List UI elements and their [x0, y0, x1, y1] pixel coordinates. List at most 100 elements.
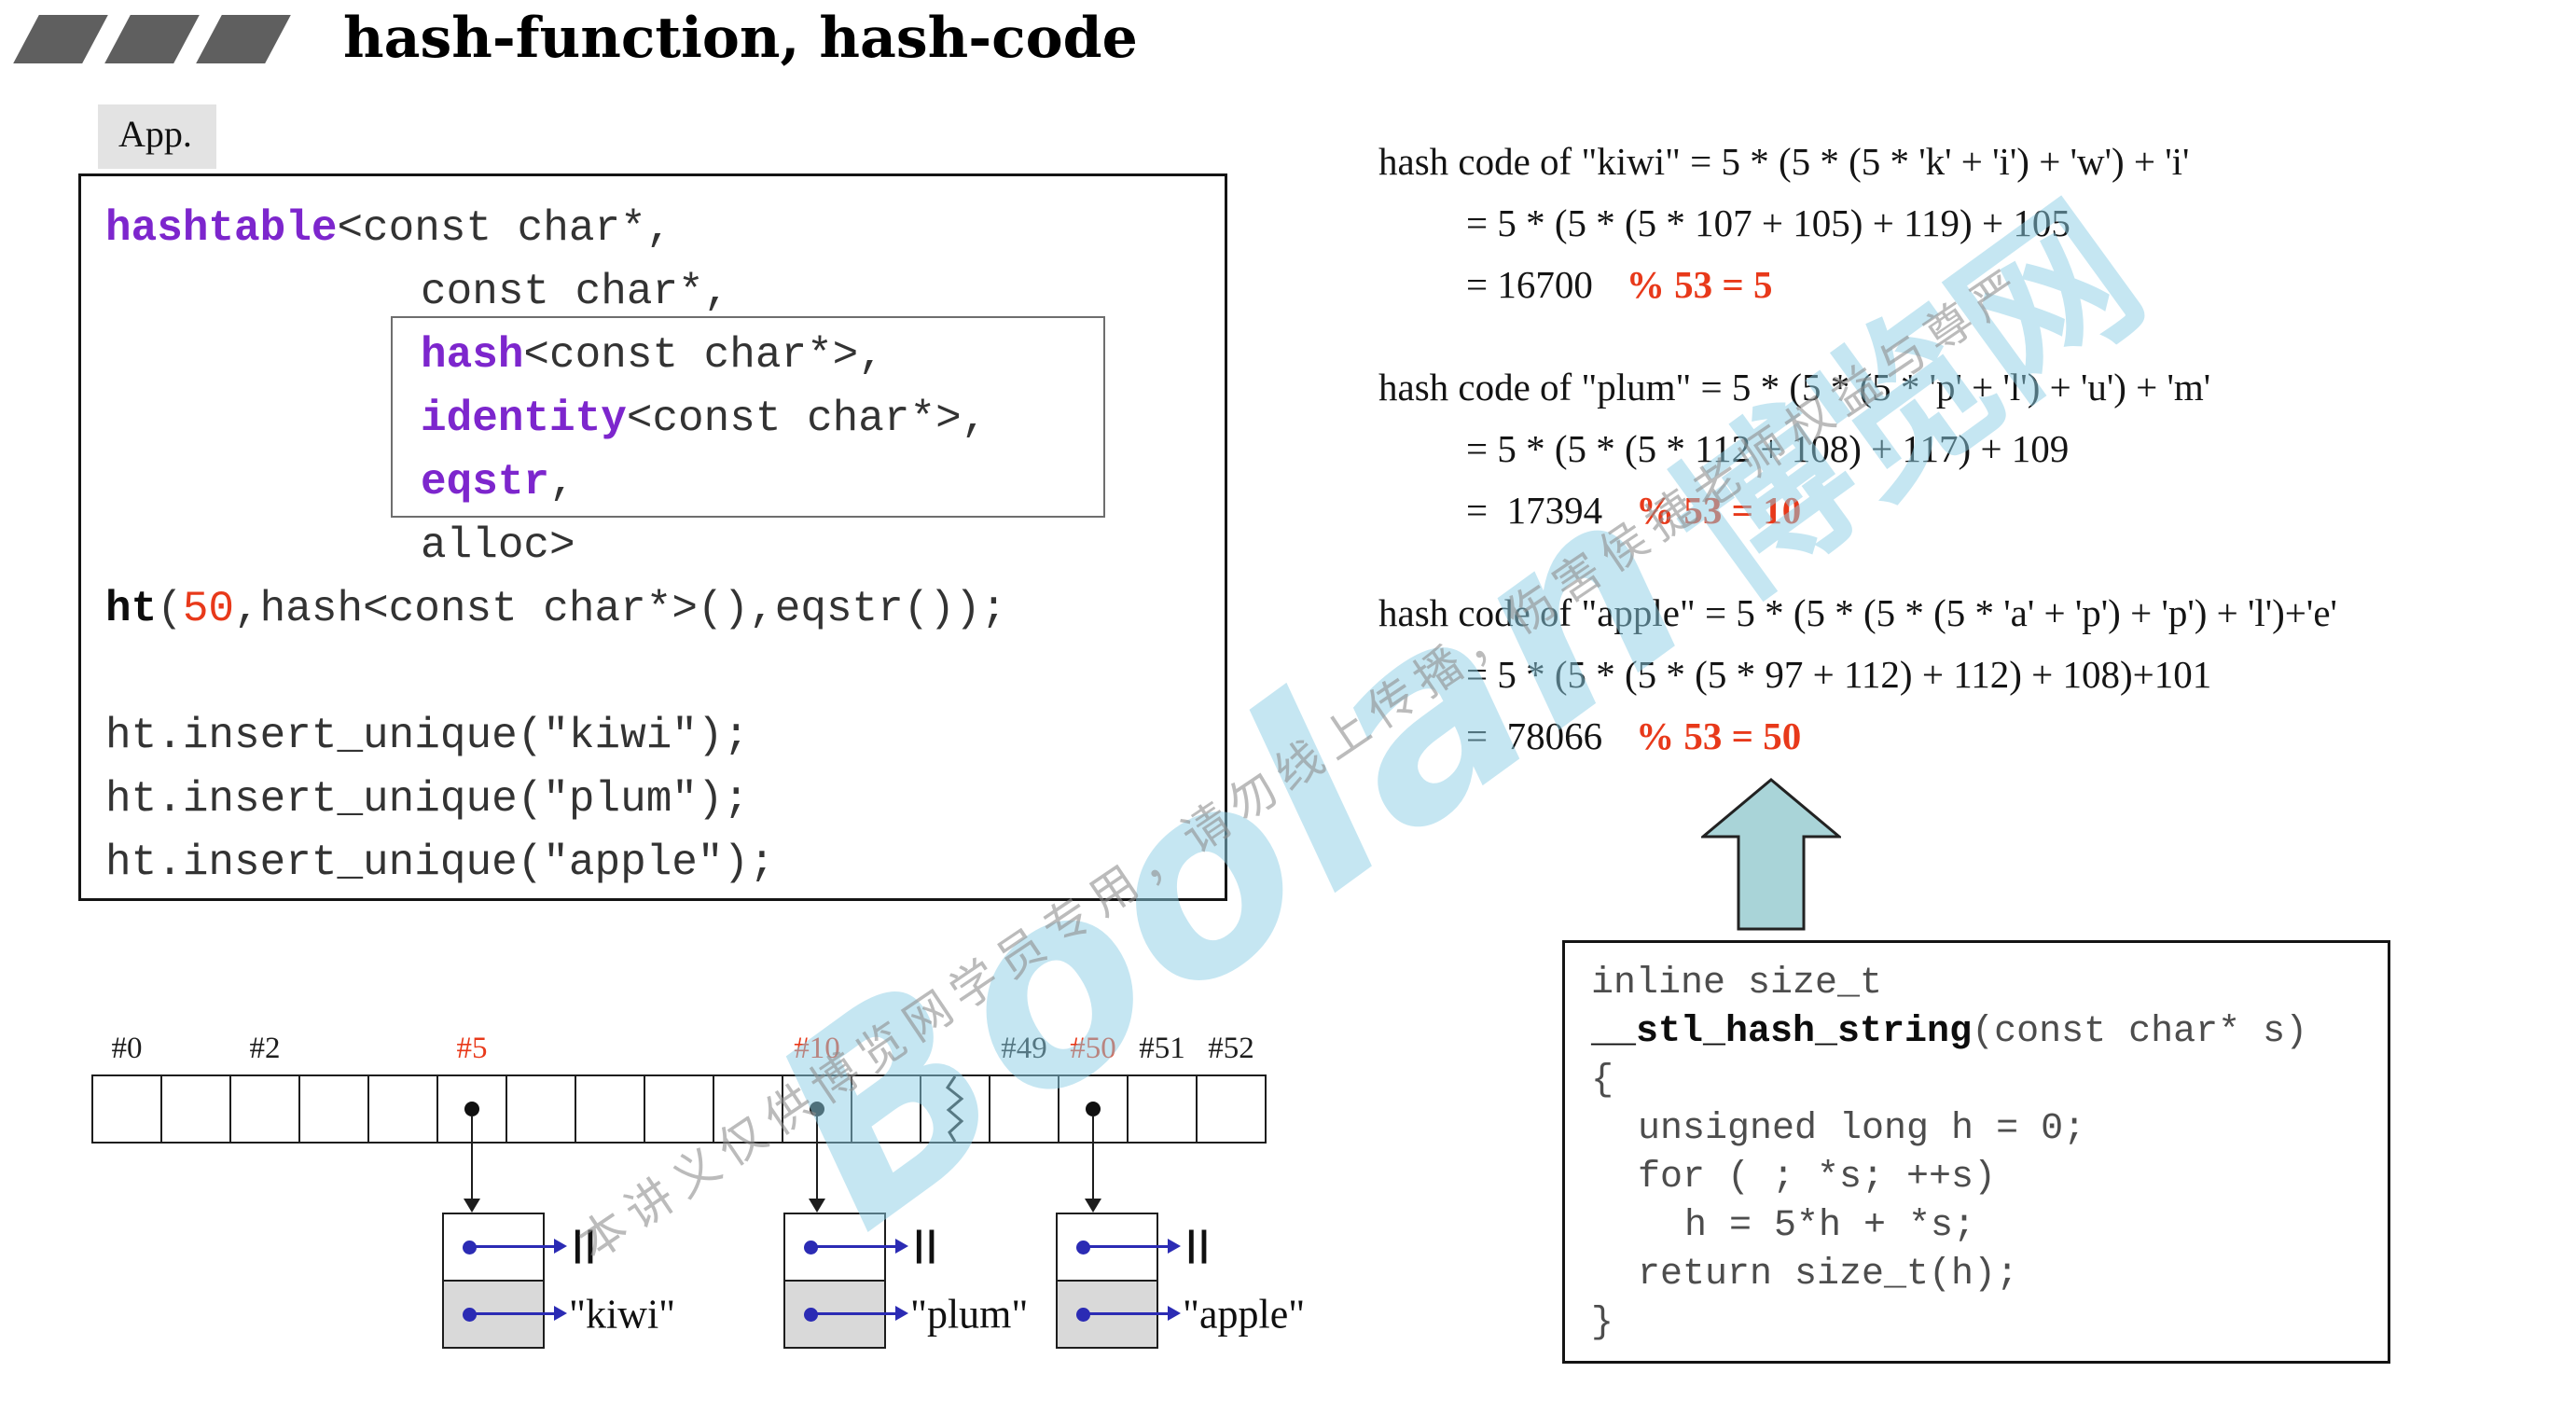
- code-text: <const char*>,: [626, 395, 988, 443]
- bucket-to-node-arrow: [1085, 1116, 1101, 1213]
- bucket-cell: [367, 1074, 438, 1144]
- bucket-cell-50: [1058, 1074, 1129, 1144]
- calc-line: = 78066 % 53 = 50: [1378, 705, 2337, 767]
- code-line: return size_t(h);: [1638, 1254, 2019, 1296]
- code-text: <const char*,: [337, 204, 672, 253]
- null-terminator: ||: [573, 1224, 599, 1264]
- node-next-cell: ||: [783, 1213, 936, 1282]
- bucket-cell-52: [1196, 1074, 1267, 1144]
- bucket-cell: [713, 1074, 783, 1144]
- pointer-dot: [1076, 1308, 1090, 1322]
- mod-result: % 53 = 50: [1636, 714, 1802, 757]
- calc-line: = 17394 % 53 = 10: [1378, 479, 2337, 541]
- code-line: identity<const char*>,: [105, 387, 1225, 451]
- hash-node-kiwi: || "kiwi": [442, 1213, 675, 1349]
- null-terminator: ||: [1186, 1224, 1212, 1264]
- code-text: <const char*>,: [523, 331, 884, 380]
- bucket-label-51: #51: [1139, 1032, 1185, 1065]
- hash-calc-kiwi: hash code of "kiwi" = 5 * (5 * (5 * 'k' …: [1378, 131, 2337, 315]
- keyword-hashtable: hashtable: [105, 204, 338, 253]
- pointer-arrow-icon: [475, 1239, 567, 1254]
- bucket-cell: [91, 1074, 162, 1144]
- calc-line: = 5 * (5 * (5 * (5 * 97 + 112) + 112) + …: [1466, 653, 2212, 696]
- functors-highlight-frame: [391, 316, 1105, 518]
- bucket-pointer-dot: [1086, 1102, 1101, 1116]
- pointer-arrow-icon: [1088, 1239, 1181, 1254]
- code-line: eqstr,: [105, 451, 1225, 514]
- mod-result: % 53 = 10: [1636, 489, 1802, 532]
- code-line: alloc>: [421, 521, 575, 570]
- bucket-cell-51: [1127, 1074, 1198, 1144]
- node-value: "apple": [1183, 1291, 1306, 1338]
- code-line: {: [1591, 1060, 1614, 1102]
- pointer-dot: [1076, 1241, 1090, 1255]
- calc-line: = 5 * (5 * (5 * 112 + 108) + 117) + 109: [1466, 427, 2070, 470]
- bucket-label-10: #10: [794, 1032, 840, 1065]
- keyword-eqstr: eqstr: [421, 458, 550, 506]
- hash-calc-plum: hash code of "plum" = 5 * (5 * (5 * 'p' …: [1378, 356, 2337, 541]
- bucket-cell-49: [989, 1074, 1059, 1144]
- app-badge: App.: [98, 104, 216, 169]
- deco-parallelogram: [196, 15, 291, 63]
- hash-code-calculations: hash code of "kiwi" = 5 * (5 * (5 * 'k' …: [1378, 131, 2337, 808]
- code-line: hashtable<const char*,: [105, 197, 1225, 260]
- hash-node-apple: || "apple": [1056, 1213, 1305, 1349]
- code-line: unsigned long h = 0;: [1638, 1108, 2086, 1150]
- bucket-cell: [160, 1074, 231, 1144]
- calc-line: hash code of "kiwi" = 5 * (5 * (5 * 'k' …: [1378, 140, 2190, 183]
- pointer-dot: [463, 1241, 477, 1255]
- calc-result: = 78066: [1466, 714, 1603, 757]
- bucket-count-50: 50: [182, 585, 235, 633]
- code-text: ,hash<const char*>(),eqstr());: [234, 585, 1007, 633]
- code-line: ht(50,hash<const char*>(),eqstr());: [105, 577, 1225, 641]
- code-line: hash<const char*>,: [105, 324, 1225, 387]
- bucket-cell: [644, 1074, 714, 1144]
- page-title: hash-function, hash-code: [343, 6, 1138, 71]
- node-next-cell: ||: [1056, 1213, 1209, 1282]
- node-value: "plum": [910, 1291, 1029, 1338]
- bucket-pointer-dot: [464, 1102, 479, 1116]
- calc-result: = 16700: [1466, 263, 1593, 306]
- bucket-cell: [575, 1074, 645, 1144]
- deco-parallelogram: [104, 15, 200, 63]
- bucket-label-49: #49: [1001, 1032, 1047, 1065]
- hashtable-declaration-code-box: hashtable<const char*, const char*, hash…: [78, 173, 1227, 901]
- code-text: (: [157, 585, 183, 633]
- pointer-dot: [804, 1241, 818, 1255]
- bucket-cell: [229, 1074, 300, 1144]
- deco-parallelogram: [13, 15, 108, 63]
- bucket-cell-break: [920, 1074, 990, 1144]
- code-line: }: [1591, 1302, 1614, 1344]
- code-line: h = 5*h + *s;: [1684, 1205, 1976, 1247]
- var-ht: ht: [105, 585, 158, 633]
- code-line: __stl_hash_string(const char* s): [1591, 1008, 2388, 1057]
- calc-line: = 5 * (5 * (5 * 107 + 105) + 119) + 105: [1466, 201, 2070, 244]
- bucket-cell: [851, 1074, 921, 1144]
- node-value-cell: "plum": [783, 1280, 1028, 1349]
- pointer-arrow-icon: [816, 1239, 908, 1254]
- bucket-cell: [506, 1074, 576, 1144]
- calc-line: hash code of "apple" = 5 * (5 * (5 * (5 …: [1378, 591, 2337, 634]
- up-arrow-icon: [1701, 778, 1841, 931]
- code-line: ht.insert_unique("plum");: [105, 775, 750, 824]
- break-zigzag-icon: [945, 1076, 964, 1142]
- null-terminator: ||: [914, 1224, 940, 1264]
- stl-hash-string-code-box: inline size_t __stl_hash_string(const ch…: [1562, 940, 2390, 1364]
- pointer-arrow-icon: [816, 1306, 908, 1321]
- bucket-label-52: #52: [1208, 1032, 1254, 1065]
- bucket-to-node-arrow: [809, 1116, 825, 1213]
- code-line: for ( ; *s; ++s): [1638, 1157, 1997, 1199]
- code-line: ht.insert_unique("apple");: [105, 839, 775, 887]
- calc-line: = 16700% 53 = 5: [1378, 254, 2337, 315]
- code-line: inline size_t: [1591, 963, 1883, 1005]
- blank-line: [105, 641, 1225, 704]
- hashtable-bucket-array: [91, 1074, 1267, 1144]
- pointer-dot: [804, 1308, 818, 1322]
- code-line: const char*,: [421, 268, 730, 316]
- bucket-label-50: #50: [1070, 1032, 1116, 1065]
- bucket-label-0: #0: [111, 1032, 143, 1065]
- bucket-to-node-arrow: [464, 1116, 480, 1213]
- pointer-arrow-icon: [1088, 1306, 1181, 1321]
- calc-result: = 17394: [1466, 489, 1603, 532]
